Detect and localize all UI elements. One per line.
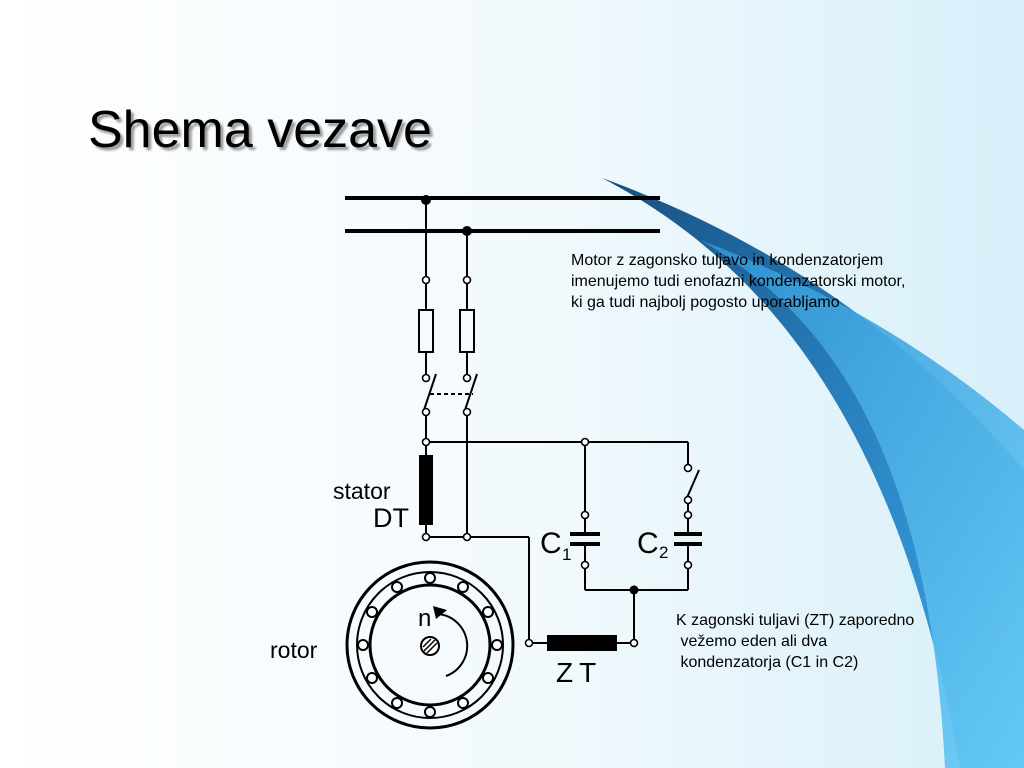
description-bottom: K zagonski tuljavi (ZT) zaporedno vežemo… [676,612,915,671]
start-coil-zt [547,635,617,651]
stator-label: stator [333,478,391,504]
capacitor-c1-label: C [540,527,562,560]
fuse-left [418,309,434,353]
fuse-right [459,309,475,353]
capacitor-c2-subscript: 2 [659,543,668,562]
rotor-label: rotor [270,637,318,663]
stator-slots [357,572,503,718]
wave-light-shape [700,240,1024,768]
description-top: Motor z zagonsko tuljavo in kondenzatorj… [571,252,906,311]
page-title: Shema vezave [88,101,432,159]
rotation-arrow [437,613,469,677]
stator-coil [419,455,433,525]
speed-label: n [418,605,431,632]
switch-c2-blade [685,469,700,501]
rotor-shaft [420,636,440,656]
switch-blade-left [423,373,437,411]
stator-code-label: DT [373,503,409,533]
start-coil-label: ZT [556,657,602,688]
switch-blade-right [464,373,478,411]
capacitor-c2-label: C [637,527,659,560]
capacitor-c1-subscript: 1 [562,545,571,564]
